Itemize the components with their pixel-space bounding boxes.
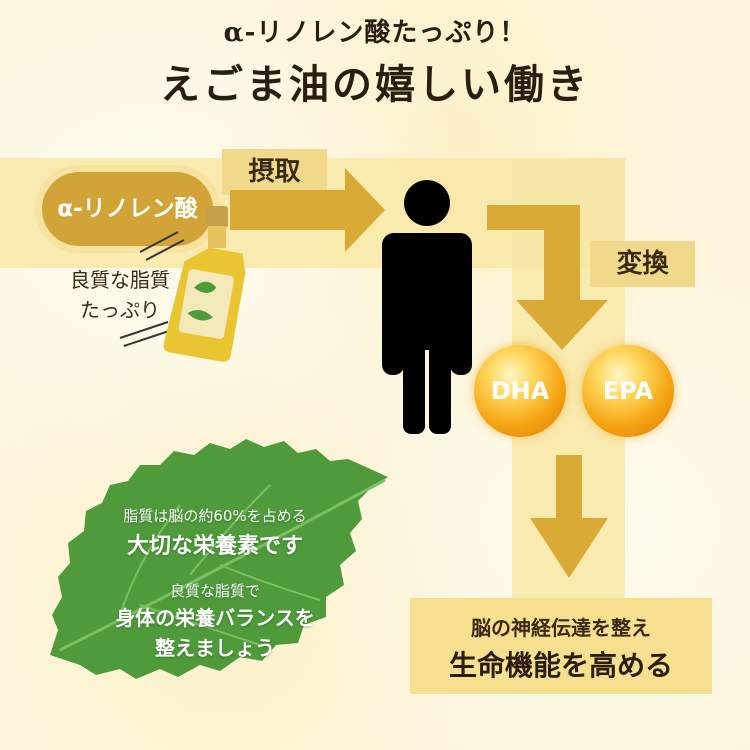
person-icon (382, 180, 472, 434)
convert-label: 変換 (590, 241, 695, 287)
epa-orb: EPA (582, 345, 674, 437)
leaf-small-text-2: 良質な脂質で (169, 582, 260, 600)
source-note-line2: たっぷり (80, 298, 160, 322)
leaf-small-text-1: 脂質は脳の約60%を占める (123, 507, 307, 525)
dash-lines-icon (119, 231, 185, 347)
intake-label: 摂取 (222, 149, 327, 195)
result-box (410, 598, 712, 694)
leaf-big-text-2b: 整えましょう (155, 636, 275, 660)
source-note: 良質な脂質 たっぷり (50, 265, 190, 325)
result-line1: 脳の神経伝達を整え (471, 616, 651, 640)
source-note-line1: 良質な脂質 (70, 268, 170, 292)
alpha-linolenic-acid-label: α-リノレン酸 (42, 172, 213, 246)
leaf-big-text-2a: 身体の栄養バランスを (115, 606, 315, 630)
dha-orb: DHA (474, 345, 566, 437)
result-line2: 生命機能を高める (448, 649, 673, 682)
page-subtitle: α-リノレン酸たっぷり！ (223, 18, 527, 48)
oil-bottle-icon (163, 206, 246, 362)
perilla-leaf-icon (50, 439, 388, 679)
page-title: えごま油の嬉しい働き (160, 61, 590, 108)
leaf-big-text-1: 大切な栄養素です (126, 534, 303, 559)
